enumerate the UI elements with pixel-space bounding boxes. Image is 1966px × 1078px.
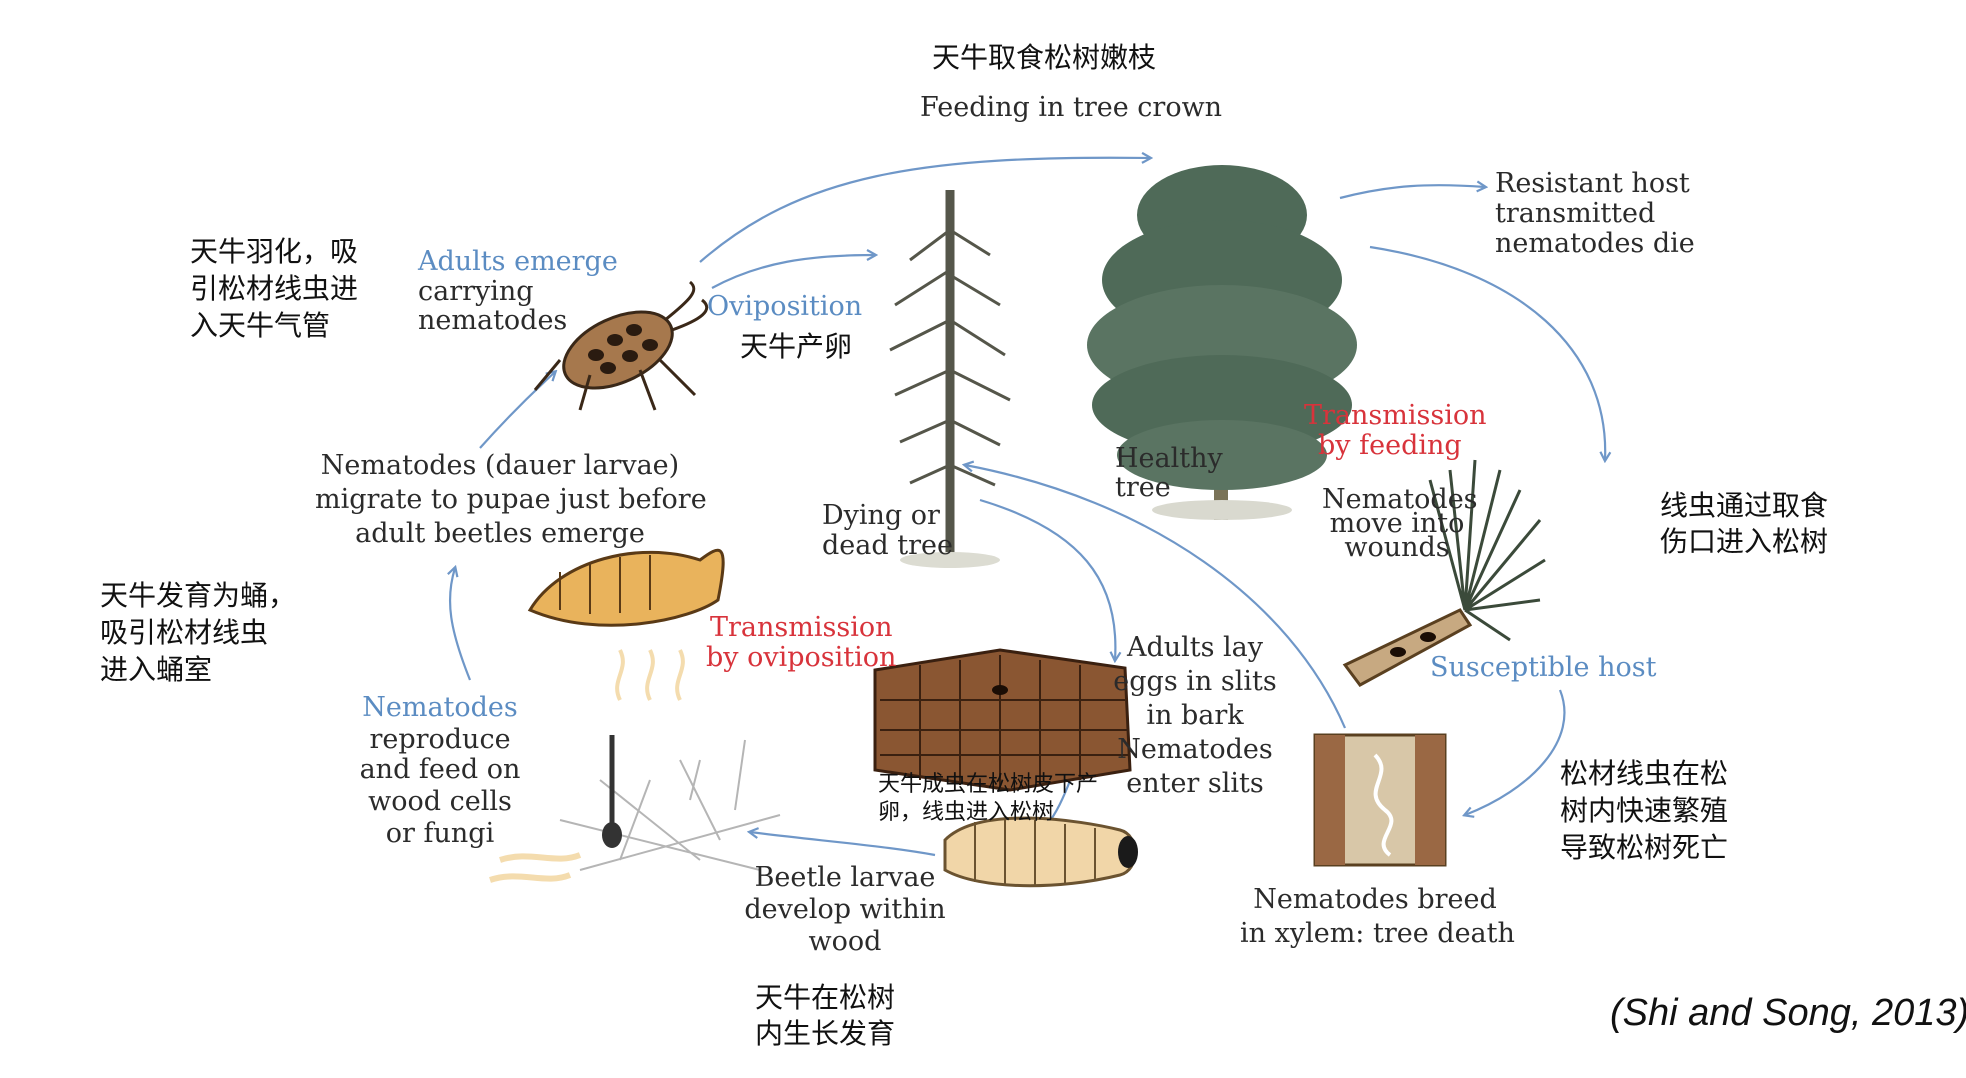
adults-emerge-line3: nematodes xyxy=(418,305,568,336)
healthy-tree-label-line2: tree xyxy=(1115,472,1171,503)
larvae-zh-line1: 天牛在松树 xyxy=(755,981,896,1014)
emerge-zh-line1: 天牛羽化，吸 xyxy=(190,235,359,268)
breed-zh-line3: 导致松树死亡 xyxy=(1560,831,1729,864)
xylem-section xyxy=(1313,733,1447,867)
move-wounds-line2: move into xyxy=(1329,508,1465,539)
move-wounds-line3: wounds xyxy=(1344,532,1450,563)
beetle-larvae-line2: develop within xyxy=(744,894,946,925)
xylem-line2: in xylem: tree death xyxy=(1240,918,1515,949)
emerge-zh-line2: 引松材线虫进 xyxy=(190,272,359,305)
adults-lay-line5: enter slits xyxy=(1126,768,1264,799)
beetle-larva xyxy=(943,816,1138,888)
dauer-larvae-line1: Nematodes (dauer larvae) xyxy=(320,450,680,481)
arrow-dying-to-bark xyxy=(979,498,1115,660)
adults-lay-line4: Nematodes xyxy=(1117,734,1273,765)
wounds-zh-line2: 伤口进入松树 xyxy=(1660,525,1829,558)
healthy-tree-label-line1: Healthy xyxy=(1115,443,1223,474)
arrow-dauer-to-adult xyxy=(479,372,555,449)
dying-tree-label-line2: dead tree xyxy=(822,530,953,561)
arrow-crown-to-wounds xyxy=(1369,245,1605,460)
pine-branch xyxy=(1342,459,1546,687)
beetle-larvae-line3: wood xyxy=(808,926,882,957)
adults-emerge-line2: carrying xyxy=(418,276,534,307)
breed-zh-line2: 树内快速繁殖 xyxy=(1560,794,1729,827)
healthy-tree xyxy=(1087,165,1357,520)
reproduce-line1: Nematodes xyxy=(362,692,518,723)
pupa xyxy=(527,548,725,701)
arrow-susceptible-to-xylem xyxy=(1465,689,1566,815)
move-wounds-line1: Nematodes xyxy=(1322,484,1478,515)
adults-lay-line1: Adults lay xyxy=(1126,632,1264,663)
arrow-crown-to-resistant xyxy=(1339,185,1485,200)
feeding-en-label: Feeding in tree crown xyxy=(920,92,1223,123)
xylem-line1: Nematodes breed xyxy=(1253,884,1497,915)
resistant-host-label-line1: Resistant host xyxy=(1495,168,1690,199)
arrow-emerge-to-crown xyxy=(699,158,1150,263)
dying-tree xyxy=(889,190,1011,568)
adults-lay-line2: eggs in slits xyxy=(1113,666,1277,697)
wounds-zh-line1: 线虫通过取食 xyxy=(1660,489,1829,522)
adults-emerge-label: Adults emerge xyxy=(418,246,618,277)
pupa-zh-line2: 吸引松材线虫 xyxy=(100,616,269,649)
resistant-host-label-line3: nematodes die xyxy=(1495,228,1695,259)
emerge-zh-line3: 入天牛气管 xyxy=(190,309,331,342)
bark-zh-line2: 卵，线虫进入松树 xyxy=(878,800,1055,825)
pupa-zh-line1: 天牛发育为蛹， xyxy=(100,579,297,612)
reproduce-line3: and feed on xyxy=(359,754,521,785)
adults-lay-line3: in bark xyxy=(1146,700,1244,731)
reproduce-line4: wood cells xyxy=(368,786,512,817)
transmission-feeding-line2: by feeding xyxy=(1318,430,1462,461)
beetle-larvae-line1: Beetle larvae xyxy=(754,862,936,893)
bark-block xyxy=(873,648,1132,792)
fungi-hyphae xyxy=(489,735,781,883)
reproduce-line2: reproduce xyxy=(369,724,511,755)
dying-tree-label-line1: Dying or xyxy=(822,500,940,531)
resistant-host-label-line2: transmitted xyxy=(1495,198,1656,229)
adult-beetle xyxy=(533,280,709,411)
arrow-reproduce-to-pupa xyxy=(450,568,472,681)
transmission-feeding-line1: Transmission xyxy=(1304,400,1487,431)
reproduce-line5: or fungi xyxy=(385,818,495,849)
bark-zh-line1: 天牛成虫在松树皮下产 xyxy=(878,772,1099,797)
dauer-larvae-line2: migrate to pupae just before xyxy=(315,484,707,515)
arrow-xylem-to-dying xyxy=(965,465,1347,729)
dauer-larvae-line3: adult beetles emerge xyxy=(355,518,645,549)
oviposition-zh-label: 天牛产卵 xyxy=(740,330,853,363)
susceptible-host-label: Susceptible host xyxy=(1430,652,1657,683)
oviposition-label: Oviposition xyxy=(707,291,863,322)
arrow-emerge-to-dying xyxy=(711,255,875,289)
citation: (Shi and Song, 2013) xyxy=(1610,992,1966,1034)
transmission-oviposition-line1: Transmission xyxy=(710,612,893,643)
pupa-zh-line3: 进入蛹室 xyxy=(100,653,213,686)
feeding-zh-label: 天牛取食松树嫩枝 xyxy=(932,41,1157,74)
breed-zh-line1: 松材线虫在松 xyxy=(1560,757,1729,790)
arrow-larva-to-reproduce xyxy=(750,832,936,857)
transmission-oviposition-line2: by oviposition xyxy=(706,642,897,673)
larvae-zh-line2: 内生长发育 xyxy=(755,1017,896,1050)
